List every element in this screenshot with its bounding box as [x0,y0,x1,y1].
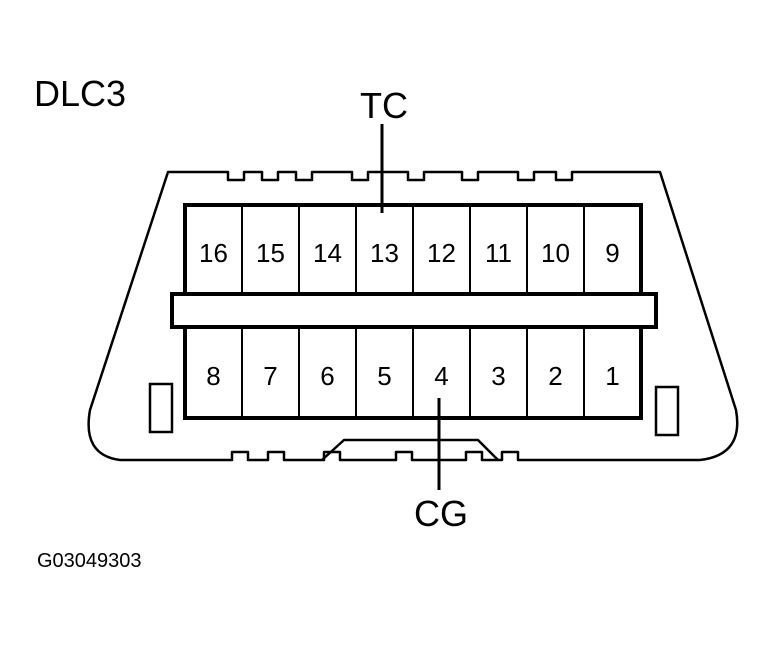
middle-bar [170,292,658,329]
pin-2-label: 2 [548,361,562,391]
figure-code: G03049303 [37,550,142,572]
left-latch [148,382,174,434]
bottom-pin-row: 8 7 6 5 4 3 2 1 [183,325,643,420]
pin-11-label: 11 [485,238,512,268]
top-pin-row: 16 15 14 13 12 11 10 9 [183,203,643,296]
tc-label: TC [360,85,408,126]
pin-15-label: 15 [256,238,285,268]
connector-housing [87,170,739,462]
connector-key [321,438,499,461]
pin-6-label: 6 [320,361,334,391]
pin-14-label: 14 [313,238,342,268]
pin-3-label: 3 [491,361,505,391]
cg-label: CG [414,493,468,534]
pin-7-label: 7 [263,361,277,391]
pin-10-label: 10 [541,238,570,268]
pin-5-label: 5 [377,361,391,391]
pin-12-label: 12 [427,238,456,268]
pin-4-label: 4 [434,361,448,391]
pin-1-label: 1 [605,361,619,391]
pin-13-label: 13 [370,238,399,268]
pin-16-label: 16 [199,238,228,268]
pin-8-label: 8 [206,361,220,391]
pin-9-label: 9 [605,238,619,268]
right-latch [654,385,680,437]
diagram-title: DLC3 [34,73,126,114]
